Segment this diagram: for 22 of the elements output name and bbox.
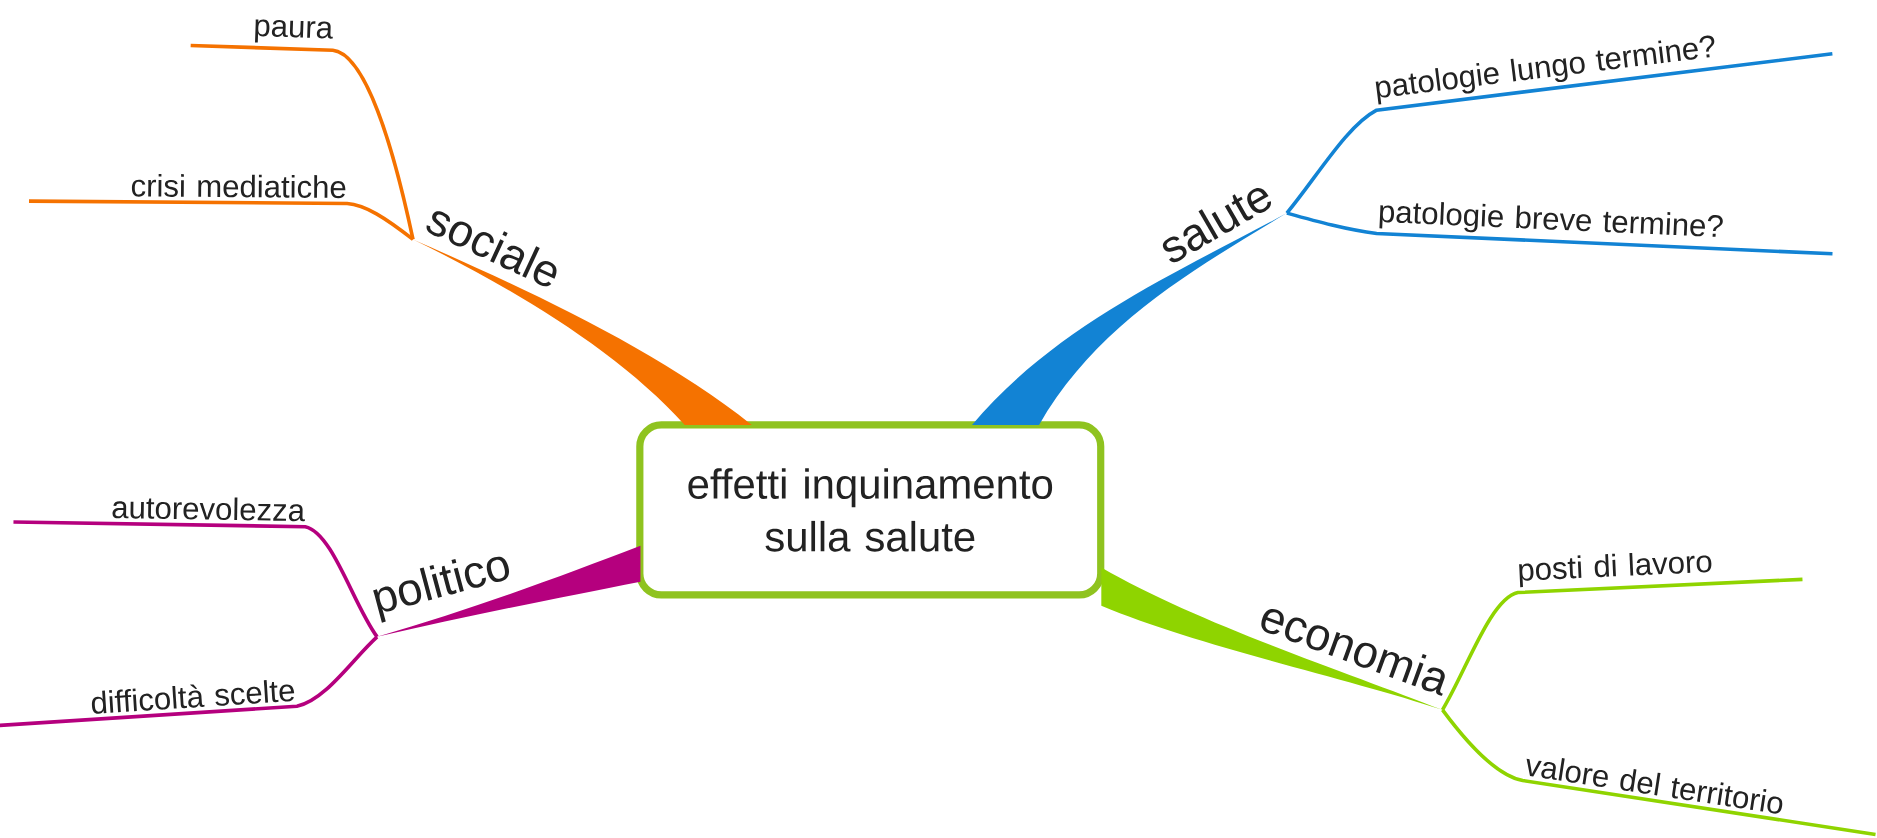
branch-line (190, 43, 415, 240)
leaf-label: patologie breve termine? (1379, 202, 1723, 237)
leaf-label: autorevolezza (112, 497, 305, 522)
leaf-label: patologie lungo termine? (1375, 35, 1715, 105)
branch-line (29, 199, 415, 241)
branch-label: sociale (426, 211, 557, 287)
leaf-label: paura (255, 19, 333, 43)
topic-box: effetti inquinamento sulla salute (636, 421, 1105, 599)
leaf-label: crisi mediatiche (131, 173, 346, 199)
branch-label: politico (373, 556, 510, 623)
branch-band (1101, 567, 1443, 710)
branch-line (1285, 52, 1833, 215)
branch-band (377, 545, 641, 637)
leaf-label: difficoltà scelte (91, 680, 295, 714)
branch-line (1441, 708, 1876, 837)
branch-label: salute (1162, 187, 1272, 263)
leaf-label: posti di lavoro (1519, 552, 1712, 588)
branch-line (1440, 577, 1803, 711)
branch-line (0, 635, 379, 728)
branch-line (1286, 211, 1833, 256)
leaf-label: valore del territorio (1526, 758, 1783, 814)
branch-line (13, 520, 379, 638)
